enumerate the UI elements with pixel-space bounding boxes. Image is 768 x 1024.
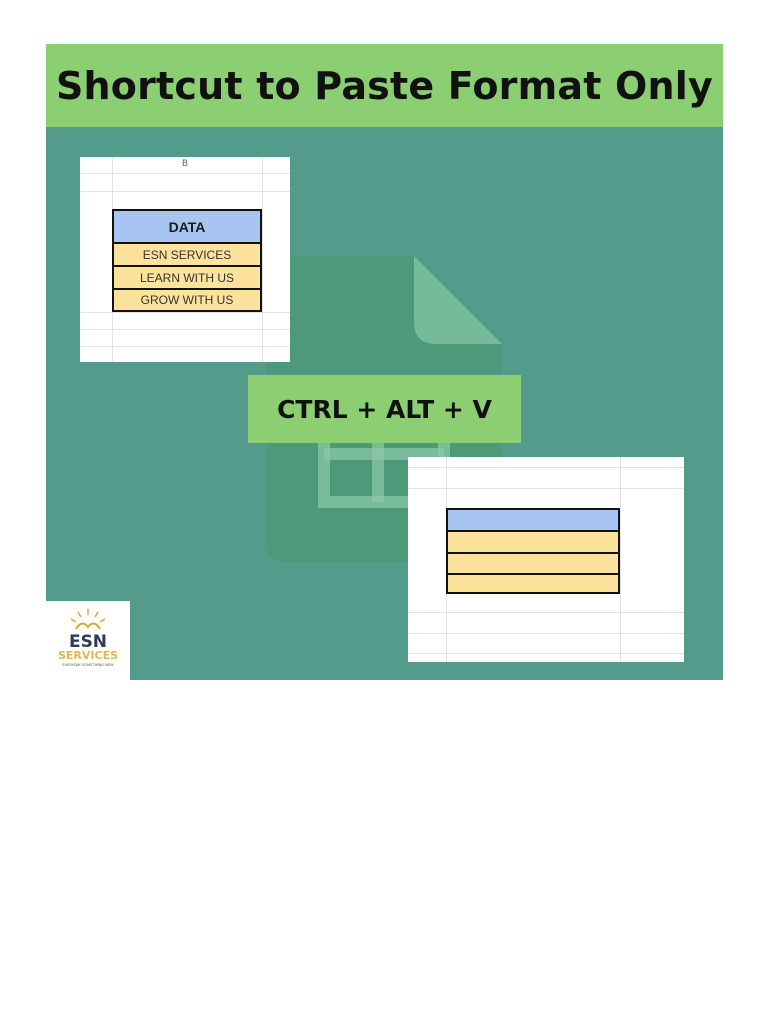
table-row[interactable]: GROW WITH US [114,288,260,310]
infographic-card: Shortcut to Paste Format Only B DATA ESN… [46,44,723,680]
logo-tagline: EVERYDAY SOMETHING NEW [62,663,114,667]
row-text: ESN SERVICES [142,247,232,262]
gridline [80,346,290,347]
title-banner: Shortcut to Paste Format Only [46,44,723,127]
table-header[interactable]: DATA [114,211,260,242]
table-row[interactable]: LEARN WITH US [114,265,260,288]
gridline [80,191,290,192]
table-header-text: DATA [168,218,206,235]
table-row[interactable] [448,573,618,592]
gridline [80,312,290,313]
destination-spreadsheet [408,457,684,662]
row-text: LEARN WITH US [139,270,234,285]
logo-graphic: ESN SERVICES EVERYDAY SOMETHING NEW [58,609,118,667]
gridline [80,329,290,330]
formatted-table [446,508,620,594]
row-text: GROW WITH US [140,293,234,307]
table-header[interactable] [448,510,618,530]
logo-sub: SERVICES [58,649,118,662]
shortcut-keys: CTRL + ALT + V [277,394,492,424]
page-title: Shortcut to Paste Format Only [55,63,713,108]
table-row[interactable] [448,530,618,552]
gridline [80,173,290,174]
gridline [408,653,684,654]
shortcut-banner: CTRL + ALT + V [248,375,521,443]
gridline [408,467,684,468]
source-spreadsheet: B DATA ESN SERVICES LEARN WITH US GROW W… [80,157,290,362]
data-table: DATA ESN SERVICES LEARN WITH US GROW WIT… [112,209,262,312]
gridline [408,488,684,489]
gridline [408,633,684,634]
esn-logo: ESN SERVICES EVERYDAY SOMETHING NEW [46,601,130,680]
column-header-b: B [181,159,189,169]
logo-brand: ESN [69,632,107,652]
table-row[interactable]: ESN SERVICES [114,242,260,265]
table-row[interactable] [448,552,618,573]
gridline [262,157,263,362]
book-icon [70,609,106,630]
gridline [620,457,621,662]
gridline [408,612,684,613]
